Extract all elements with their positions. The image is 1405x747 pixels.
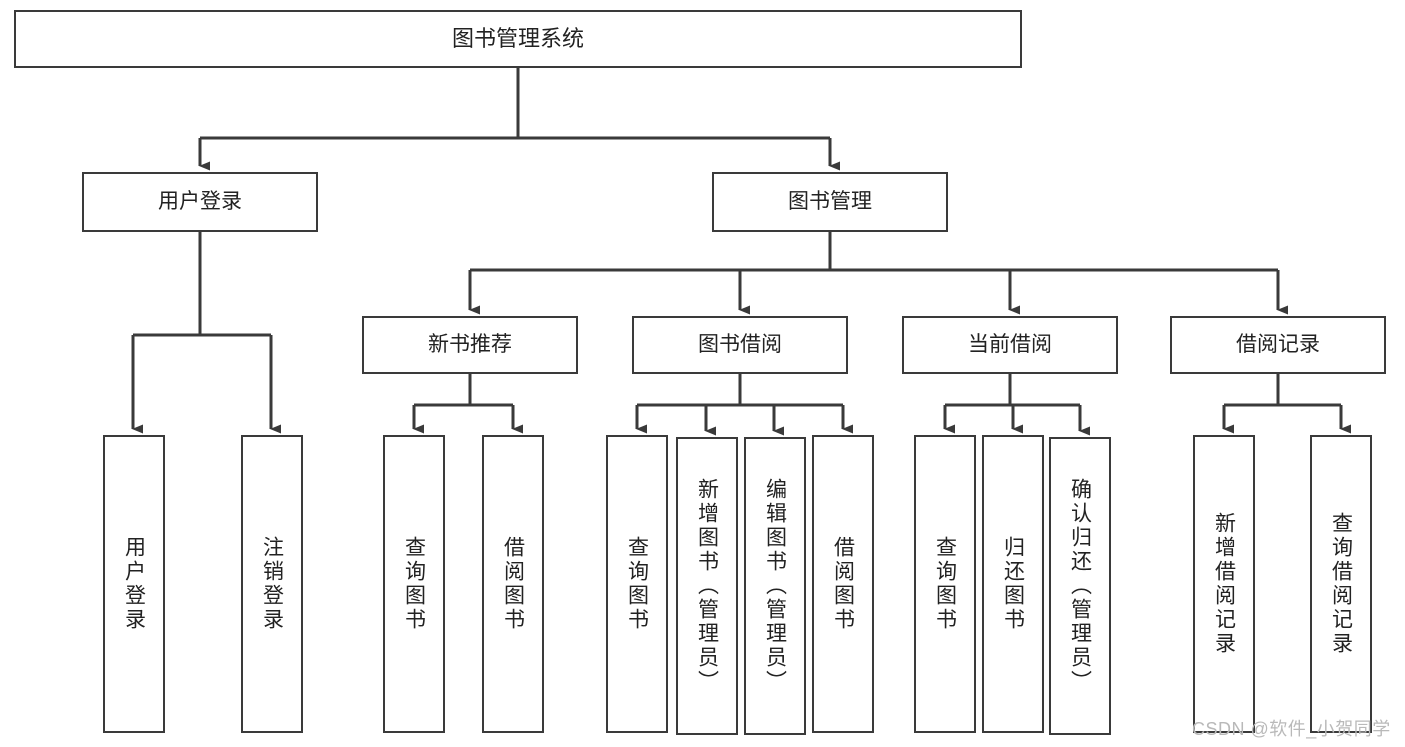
- leaf-query-book-2-label: 查询图书: [625, 536, 649, 632]
- node-user-login[interactable]: 用户登录: [82, 172, 318, 232]
- leaf-confirm-return[interactable]: 确认归还（管理员）: [1049, 437, 1111, 735]
- leaf-query-record-label: 查询借阅记录: [1329, 512, 1353, 656]
- node-new-book-recommend-label: 新书推荐: [428, 333, 512, 357]
- leaf-borrow-book-2-label: 借阅图书: [831, 536, 855, 632]
- node-user-login-label: 用户登录: [158, 190, 242, 214]
- node-current-borrow-label: 当前借阅: [968, 333, 1052, 357]
- leaf-logout[interactable]: 注销登录: [241, 435, 303, 733]
- leaf-add-book[interactable]: 新增图书（管理员）: [676, 437, 738, 735]
- csdn-watermark: CSDN @软件_小贺同学: [1192, 719, 1391, 739]
- node-book-manage-label: 图书管理: [788, 190, 872, 214]
- leaf-borrow-book-1-label: 借阅图书: [501, 536, 525, 632]
- node-current-borrow[interactable]: 当前借阅: [902, 316, 1118, 374]
- leaf-borrow-book-2[interactable]: 借阅图书: [812, 435, 874, 733]
- leaf-return-book-label: 归还图书: [1001, 536, 1025, 632]
- leaf-query-book-1[interactable]: 查询图书: [383, 435, 445, 733]
- leaf-query-book-3-label: 查询图书: [933, 536, 957, 632]
- node-book-borrow-label: 图书借阅: [698, 333, 782, 357]
- leaf-query-book-2[interactable]: 查询图书: [606, 435, 668, 733]
- leaf-add-record-label: 新增借阅记录: [1212, 512, 1236, 656]
- leaf-logout-label: 注销登录: [260, 536, 284, 632]
- leaf-query-record[interactable]: 查询借阅记录: [1310, 435, 1372, 733]
- leaf-user-login-label: 用户登录: [122, 536, 146, 632]
- leaf-query-book-3[interactable]: 查询图书: [914, 435, 976, 733]
- leaf-borrow-book-1[interactable]: 借阅图书: [482, 435, 544, 733]
- node-book-manage[interactable]: 图书管理: [712, 172, 948, 232]
- leaf-edit-book-label: 编辑图书（管理员）: [763, 478, 787, 694]
- leaf-user-login[interactable]: 用户登录: [103, 435, 165, 733]
- node-new-book-recommend[interactable]: 新书推荐: [362, 316, 578, 374]
- leaf-edit-book[interactable]: 编辑图书（管理员）: [744, 437, 806, 735]
- leaf-query-book-1-label: 查询图书: [402, 536, 426, 632]
- node-borrow-record-label: 借阅记录: [1236, 333, 1320, 357]
- leaf-confirm-return-label: 确认归还（管理员）: [1068, 478, 1092, 694]
- leaf-return-book[interactable]: 归还图书: [982, 435, 1044, 733]
- node-root[interactable]: 图书管理系统: [14, 10, 1022, 68]
- leaf-add-record[interactable]: 新增借阅记录: [1193, 435, 1255, 733]
- node-borrow-record[interactable]: 借阅记录: [1170, 316, 1386, 374]
- node-book-borrow[interactable]: 图书借阅: [632, 316, 848, 374]
- leaf-add-book-label: 新增图书（管理员）: [695, 478, 719, 694]
- node-root-label: 图书管理系统: [451, 25, 584, 51]
